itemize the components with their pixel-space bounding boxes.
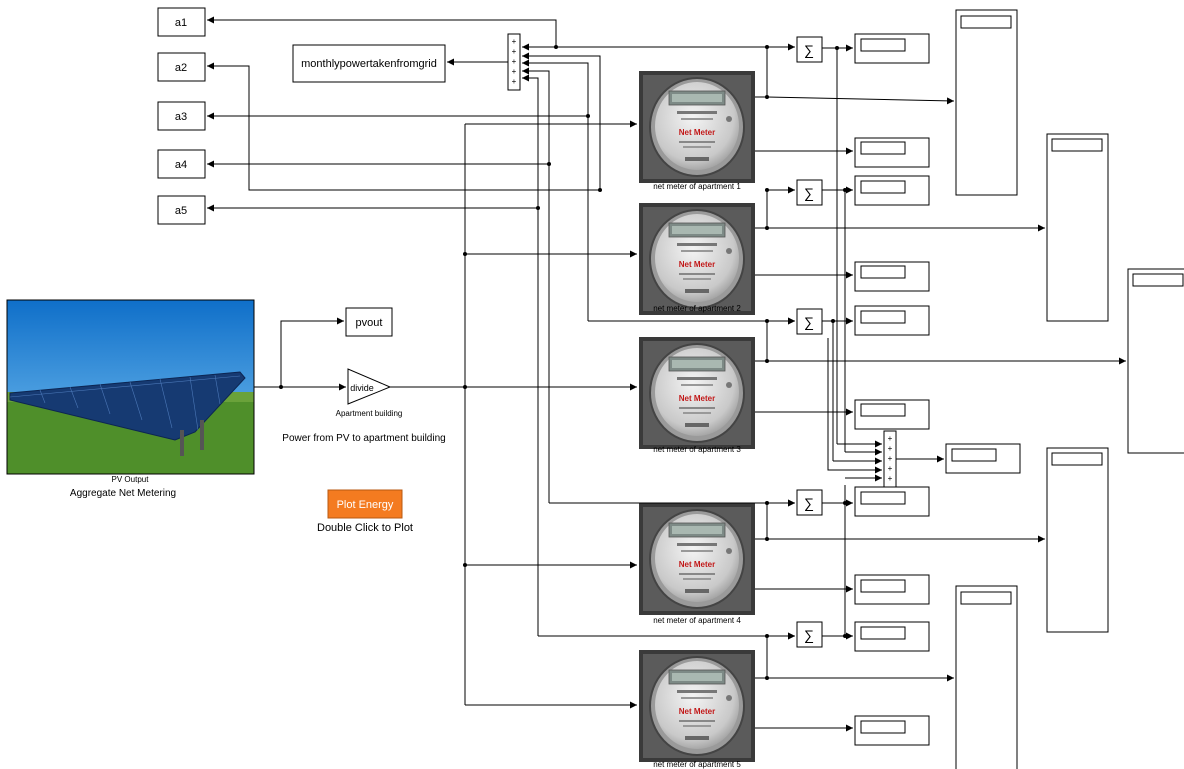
plot-energy-button[interactable]: Plot Energy	[328, 490, 402, 518]
net-meter-2[interactable]	[639, 203, 755, 315]
plot-hint: Double Click to Plot	[317, 522, 413, 534]
display-sum-1[interactable]	[855, 34, 929, 63]
sum-block-5[interactable]: ∑	[797, 622, 822, 647]
sum-block-1[interactable]: ∑	[797, 37, 822, 62]
sum-symbol: ∑	[804, 627, 814, 643]
sum-block-2[interactable]: ∑	[797, 180, 822, 205]
sum-symbol: ∑	[804, 185, 814, 201]
display-mux-total[interactable]	[946, 444, 1020, 473]
sum-block-3[interactable]: ∑	[797, 309, 822, 334]
mux-sign: +	[512, 47, 517, 56]
meter-caption: net meter of apartment 4	[653, 616, 741, 625]
mux-sign: +	[888, 474, 893, 483]
mux-sign: +	[888, 464, 893, 473]
pvout-label: pvout	[356, 317, 383, 329]
goto-tag-label: a4	[175, 159, 187, 171]
goto-tag-label: a3	[175, 111, 187, 123]
display-sum-5[interactable]	[855, 622, 929, 651]
junction-dots	[279, 45, 847, 680]
mux-sign: +	[512, 77, 517, 86]
gain-caption: Apartment building	[336, 409, 403, 418]
goto-tag-a5[interactable]: a5	[158, 196, 205, 224]
meter-caption: net meter of apartment 3	[653, 445, 741, 454]
goto-tag-label: a2	[175, 62, 187, 74]
display-meter-5[interactable]	[855, 716, 929, 745]
mux-sign: +	[888, 434, 893, 443]
pv-caption: PV Output	[112, 475, 150, 484]
display-sum-2[interactable]	[855, 176, 929, 205]
goto-tag-a2[interactable]: a2	[158, 53, 205, 81]
meter-caption: net meter of apartment 5	[653, 760, 741, 769]
goto-tag-label: a1	[175, 17, 187, 29]
sum-symbol: ∑	[804, 42, 814, 58]
display-meter-3[interactable]	[855, 400, 929, 429]
scope-2[interactable]	[1047, 134, 1108, 321]
scope-4[interactable]	[1047, 448, 1108, 632]
display-meter-4[interactable]	[855, 575, 929, 604]
net-meter-5[interactable]	[639, 650, 755, 762]
goto-tag-a1[interactable]: a1	[158, 8, 205, 36]
scope-1[interactable]	[956, 10, 1017, 195]
bottom-mux[interactable]: + + + + +	[884, 431, 896, 487]
grid-power-label: monthlypowertakenfromgrid	[301, 58, 437, 70]
sum-block-4[interactable]: ∑	[797, 490, 822, 515]
net-meter-3[interactable]	[639, 337, 755, 449]
mux-sign: +	[512, 37, 517, 46]
grid-power-block[interactable]: monthlypowertakenfromgrid	[293, 45, 445, 82]
top-mux[interactable]: + + + + +	[508, 34, 520, 90]
model-title: Aggregate Net Metering	[70, 488, 176, 499]
sum-symbol: ∑	[804, 495, 814, 511]
mux-sign: +	[512, 67, 517, 76]
mux-sign: +	[512, 57, 517, 66]
net-meter-1[interactable]	[639, 71, 755, 183]
goto-tag-label: a5	[175, 205, 187, 217]
display-meter-2[interactable]	[855, 262, 929, 291]
meter-caption: net meter of apartment 2	[653, 304, 741, 313]
net-meter-4[interactable]	[639, 503, 755, 615]
pvout-block[interactable]: pvout	[346, 308, 392, 336]
meter-caption: net meter of apartment 1	[653, 182, 741, 191]
goto-tag-a4[interactable]: a4	[158, 150, 205, 178]
mux-sign: +	[888, 444, 893, 453]
scope-3[interactable]	[1128, 269, 1184, 453]
sum-symbol: ∑	[804, 314, 814, 330]
gain-text: divide	[350, 383, 374, 393]
goto-tag-a3[interactable]: a3	[158, 102, 205, 130]
pv-output-block[interactable]	[7, 300, 254, 474]
mux-sign: +	[888, 454, 893, 463]
display-sum-3[interactable]	[855, 306, 929, 335]
display-sum-4[interactable]	[855, 487, 929, 516]
divide-gain-block[interactable]: divide	[348, 369, 390, 404]
scope-5[interactable]	[956, 586, 1017, 769]
display-meter-1[interactable]	[855, 138, 929, 167]
power-note: Power from PV to apartment building	[282, 433, 445, 444]
plot-energy-label: Plot Energy	[337, 499, 394, 511]
